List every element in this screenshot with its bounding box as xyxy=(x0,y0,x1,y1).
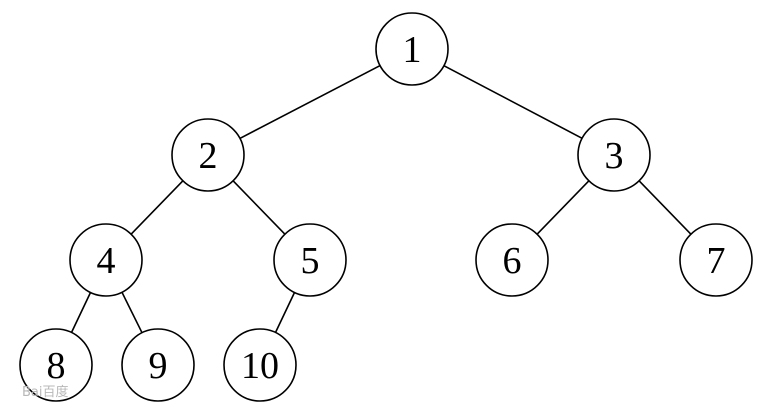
tree-edges xyxy=(70,64,692,334)
tree-node-5: 5 xyxy=(273,223,347,297)
tree-node-1: 1 xyxy=(375,12,449,86)
tree-nodes: 1 2 3 4 5 6 7 8 9 10 xyxy=(19,12,753,402)
node-label-6: 6 xyxy=(503,240,522,282)
edge-2-4 xyxy=(130,180,184,235)
tree-node-9: 9 xyxy=(121,328,195,402)
node-circle-3 xyxy=(577,118,651,192)
tree-node-2: 2 xyxy=(171,118,245,192)
watermark-text: Bai百度 xyxy=(22,384,69,400)
watermark: Bai百度 xyxy=(22,384,69,400)
node-label-9: 9 xyxy=(149,345,168,387)
node-circle-4 xyxy=(69,223,143,297)
node-circle-2 xyxy=(171,118,245,192)
tree-node-4: 4 xyxy=(69,223,143,297)
tree-node-3: 3 xyxy=(577,118,651,192)
edge-1-3 xyxy=(443,64,583,140)
node-label-4: 4 xyxy=(97,240,116,282)
edge-3-6 xyxy=(536,180,590,235)
tree-node-7: 7 xyxy=(679,223,753,297)
node-circle-7 xyxy=(679,223,753,297)
node-circle-5 xyxy=(273,223,347,297)
node-label-8: 8 xyxy=(47,345,66,387)
node-label-2: 2 xyxy=(199,135,218,177)
edge-5-10 xyxy=(274,292,296,333)
node-label-5: 5 xyxy=(301,240,320,282)
node-label-3: 3 xyxy=(605,135,624,177)
node-label-7: 7 xyxy=(707,240,726,282)
tree-node-6: 6 xyxy=(475,223,549,297)
edge-2-5 xyxy=(232,180,286,235)
node-circle-8 xyxy=(19,328,93,402)
node-circle-9 xyxy=(121,328,195,402)
node-circle-10 xyxy=(223,328,297,402)
edge-3-7 xyxy=(638,180,692,235)
edge-4-8 xyxy=(70,292,92,333)
tree-node-10: 10 xyxy=(223,328,297,402)
node-circle-1 xyxy=(375,12,449,86)
node-label-10: 10 xyxy=(241,345,279,387)
tree-node-8: 8 xyxy=(19,328,93,402)
node-circle-6 xyxy=(475,223,549,297)
edge-1-2 xyxy=(239,64,381,140)
edge-4-9 xyxy=(121,291,143,334)
node-label-1: 1 xyxy=(403,29,422,71)
